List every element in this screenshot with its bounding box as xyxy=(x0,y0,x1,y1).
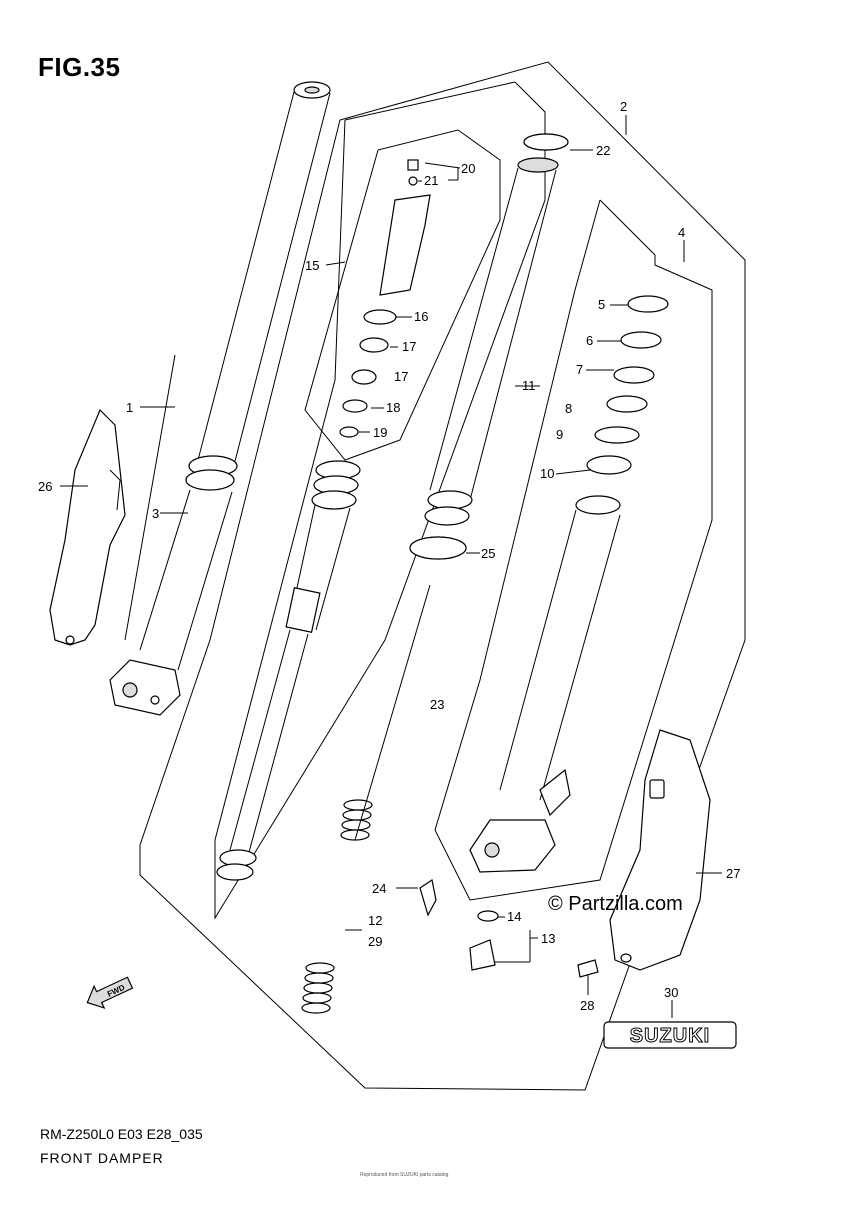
callout-23: 23 xyxy=(430,697,444,712)
suzuki-emblem-text: SUZUKI xyxy=(630,1025,710,1047)
callout-15: 15 xyxy=(305,258,319,273)
callout-7: 7 xyxy=(576,362,583,377)
assembly-outline-4 xyxy=(434,199,713,901)
callout-18: 18 xyxy=(386,400,400,415)
slider-parts xyxy=(469,295,669,873)
fork-spring-upper xyxy=(340,584,431,841)
o-ring-25 xyxy=(409,536,467,560)
part-name: FRONT DAMPER xyxy=(40,1150,164,1166)
callout-25: 25 xyxy=(481,546,495,561)
callout-6: 6 xyxy=(586,333,593,348)
callout-30: 30 xyxy=(664,985,678,1000)
fork-spring-lower xyxy=(301,962,335,1014)
callout-9: 9 xyxy=(556,427,563,442)
callout-24: 24 xyxy=(372,881,386,896)
outer-tube xyxy=(109,81,331,716)
callout-8: 8 xyxy=(565,401,572,416)
callout-26: 26 xyxy=(38,479,52,494)
callout-17a: 17 xyxy=(402,339,416,354)
figure-title: FIG.35 xyxy=(38,52,121,82)
callout-5: 5 xyxy=(598,297,605,312)
model-code: RM-Z250L0 E03 E28_035 xyxy=(40,1126,203,1142)
callout-12: 12 xyxy=(368,913,382,928)
inner-tube xyxy=(409,133,569,560)
callout-22: 22 xyxy=(596,143,610,158)
fine-print: Reproduced from SUZUKI parts catalog xyxy=(360,1172,449,1178)
callout-3: 3 xyxy=(152,506,159,521)
callout-27: 27 xyxy=(726,866,740,881)
callout-11: 11 xyxy=(522,378,536,393)
leader-lines xyxy=(60,115,722,1018)
callout-14: 14 xyxy=(507,909,521,924)
callout-1: 1 xyxy=(126,400,133,415)
copyright-watermark: © Partzilla.com xyxy=(548,893,683,915)
callout-10: 10 xyxy=(540,466,554,481)
fork-cap-parts xyxy=(339,159,431,438)
callout-2: 2 xyxy=(620,99,627,114)
left-fork-guard xyxy=(49,408,126,646)
callout-17b: 17 xyxy=(394,369,408,384)
callout-16: 16 xyxy=(414,309,428,324)
callout-29: 29 xyxy=(368,934,382,949)
right-fork-guard xyxy=(609,729,711,971)
assembly-outline-2 xyxy=(139,61,746,1091)
callout-20: 20 xyxy=(461,161,475,176)
callout-19: 19 xyxy=(373,425,387,440)
fwd-arrow: FWD xyxy=(86,976,134,1009)
callout-21: 21 xyxy=(424,173,438,188)
damper-cartridge xyxy=(216,460,361,881)
small-parts xyxy=(419,879,632,978)
callout-28: 28 xyxy=(580,998,594,1013)
o-ring-22 xyxy=(523,133,569,151)
callout-4: 4 xyxy=(678,225,685,240)
suzuki-emblem: SUZUKI xyxy=(603,1021,737,1049)
assembly-outline-15 xyxy=(304,129,501,461)
assembly-outline-11 xyxy=(214,81,546,920)
callout-13: 13 xyxy=(541,931,555,946)
